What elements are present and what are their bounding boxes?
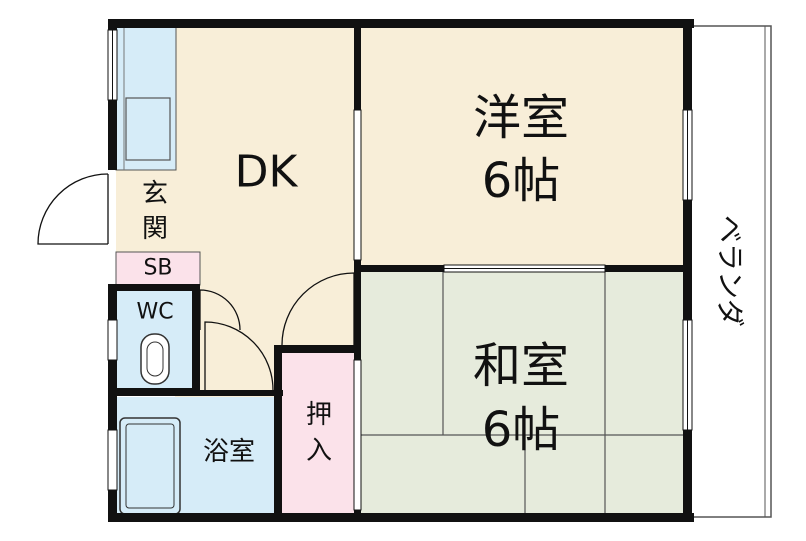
bathroom-label: 浴室 (203, 437, 255, 467)
japanese-room-size: 6帖 (482, 402, 561, 458)
room-floors (115, 25, 689, 517)
wall-wc-right (192, 284, 200, 390)
door-swings (37, 173, 355, 391)
entrance-label-1: 玄 (142, 179, 168, 209)
tatami-grid (360, 270, 689, 517)
entrance-label-2: 関 (142, 214, 168, 244)
wall-top (108, 19, 694, 28)
entrance-floor (116, 170, 196, 252)
wall-rooms-divider-right (605, 265, 689, 272)
fixtures (119, 333, 181, 515)
western-room-floor (360, 26, 689, 270)
veranda-label: ベランダ (714, 215, 747, 327)
bathtub-inner (125, 423, 175, 509)
wall-bottom (108, 513, 694, 522)
dk-lower-floor (200, 290, 280, 390)
veranda (688, 25, 772, 518)
kitchen-sink (125, 97, 171, 161)
wc-door-swing (199, 289, 241, 331)
wall-sb-bottom (108, 284, 200, 291)
shoe-box-floor (115, 251, 201, 286)
western-room-label: 洋室 (473, 90, 569, 146)
windows (107, 29, 693, 511)
wall-rooms-divider (354, 265, 444, 272)
wall-bath-right (274, 345, 282, 522)
toilet-bowl-inner (146, 341, 164, 377)
wall-bath-top (108, 390, 283, 396)
wall-left-lower (108, 290, 117, 522)
western-room-size: 6帖 (482, 153, 561, 209)
room-labels: DK 洋室 6帖 和室 6帖 玄 関 SB WC 浴室 押 入 ベランダ (136, 90, 746, 467)
bath-door-swing (204, 321, 274, 391)
closet-label-2: 入 (306, 436, 332, 466)
toilet-label: WC (136, 300, 173, 325)
closet-label-1: 押 (306, 400, 332, 430)
japanese-room-label: 和室 (473, 338, 569, 394)
dk-label: DK (235, 147, 299, 198)
shoe-box-label: SB (143, 256, 172, 281)
bathtub (119, 417, 181, 515)
closet-door-swing (281, 272, 355, 346)
entrance-door-swing (37, 173, 109, 245)
closet-floor (280, 350, 360, 517)
wall-closet-top (274, 345, 360, 353)
